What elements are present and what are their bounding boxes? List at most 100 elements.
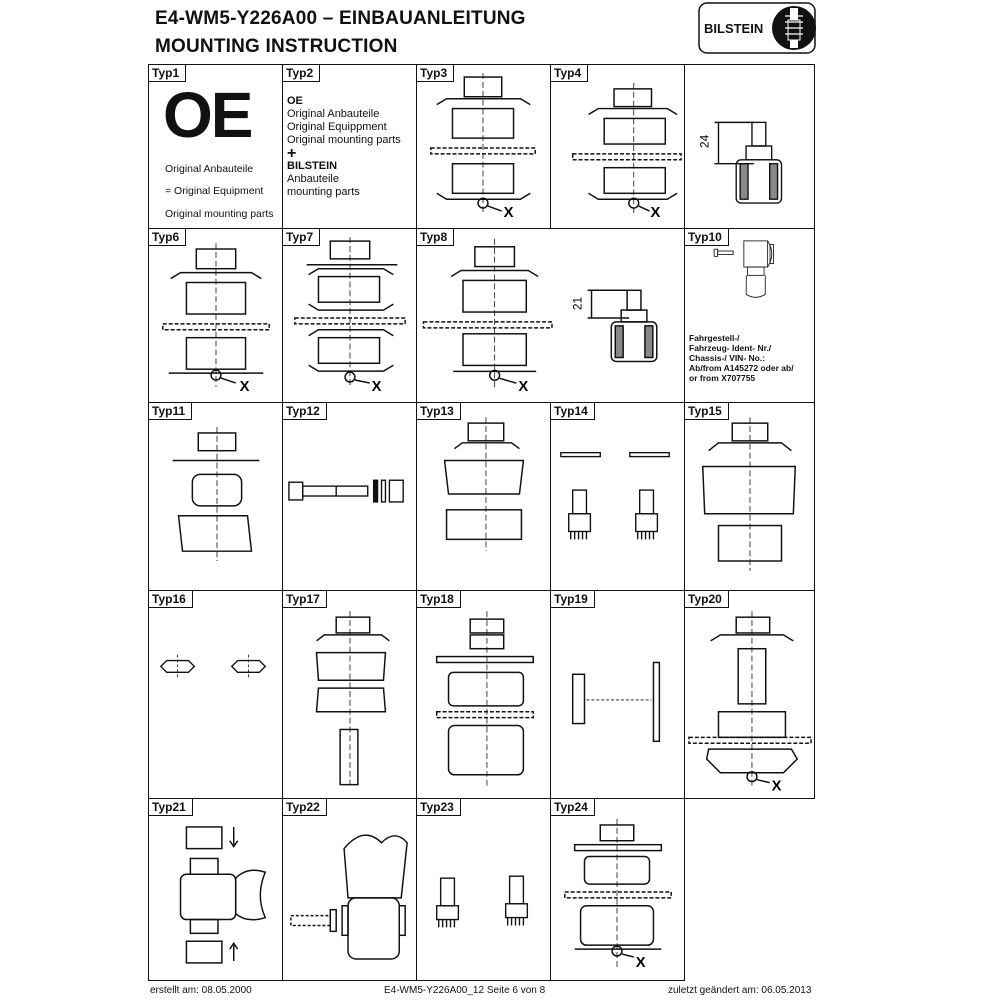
- typ14-cell: Typ14: [550, 402, 685, 591]
- typ17-drawing: [315, 611, 390, 789]
- typ2-line-4: Anbauteile: [287, 173, 339, 185]
- typ16-drawing: [159, 654, 267, 679]
- typ11-label: Typ11: [149, 403, 193, 420]
- typ2-bilstein: BILSTEIN: [287, 160, 338, 172]
- typ18-drawing: [435, 611, 534, 789]
- typ10-note-4: Ab/from A145272 oder ab/: [689, 363, 794, 373]
- typ21-cell: Typ21: [148, 798, 283, 981]
- typ13-drawing: [443, 417, 525, 552]
- dimension-24: 24: [698, 134, 712, 148]
- typ4-cell: Typ4 X: [550, 64, 685, 229]
- typ2-line-1: Original Anbauteile: [287, 108, 380, 120]
- svg-text:BILSTEIN: BILSTEIN: [704, 21, 763, 36]
- typ16-label: Typ16: [149, 591, 193, 608]
- typ15-drawing: [701, 417, 797, 571]
- typ4-label: Typ4: [551, 65, 589, 82]
- typ14-drawing: [560, 451, 670, 540]
- typ20-label: Typ20: [685, 591, 729, 608]
- typ2-plus: +: [287, 145, 297, 162]
- document-subtitle: MOUNTING INSTRUCTION: [155, 36, 398, 57]
- typ24-label: Typ24: [551, 799, 595, 816]
- typ22-label: Typ22: [283, 799, 327, 816]
- typ16-cell: Typ16: [148, 590, 283, 799]
- typ10-note-1: Fahrgestell-/: [689, 333, 740, 343]
- typ6-drawing: X: [162, 243, 270, 395]
- typ8-x-marker: X: [518, 379, 528, 395]
- typ2-line-3: Original mounting parts: [287, 134, 401, 146]
- typ21-label: Typ21: [149, 799, 193, 816]
- typ7-drawing: X: [294, 237, 406, 395]
- typ19-label: Typ19: [551, 591, 595, 608]
- oe-line-3: Original mounting parts: [165, 208, 274, 220]
- typ20-cell: Typ20 X: [684, 590, 815, 799]
- footer-created: erstellt am: 08.05.2000: [150, 985, 252, 996]
- typ2-label: Typ2: [283, 65, 321, 82]
- typ18-cell: Typ18: [416, 590, 551, 799]
- typ1-cell: Typ1 OE Original Anbauteile = Original E…: [148, 64, 283, 229]
- typ10-cell: Typ10 Fahrgestell-/ Fahrzeug- Ident- Nr.…: [684, 228, 815, 403]
- typ10-note-5: or from X707755: [689, 373, 756, 383]
- typ2-line-5: mounting parts: [287, 186, 360, 198]
- typ17-label: Typ17: [283, 591, 327, 608]
- typ15-cell: Typ15: [684, 402, 815, 591]
- typ21-drawing: [179, 826, 267, 964]
- typ20-x-marker: X: [772, 779, 782, 795]
- typ3-label: Typ3: [417, 65, 455, 82]
- bilstein-logo: BILSTEIN: [698, 2, 816, 54]
- typ3-drawing: X: [430, 73, 536, 221]
- typ2-cell: Typ2 OE Original Anbauteile Original Equ…: [282, 64, 417, 229]
- typ10-note: Fahrgestell-/ Fahrzeug- Ident- Nr./ Chas…: [689, 333, 794, 383]
- footer-page: E4-WM5-Y226A00_12 Seite 6 von 8: [384, 985, 546, 996]
- footer-changed: zuletzt geändert am: 06.05.2013: [668, 985, 812, 996]
- typ13-label: Typ13: [417, 403, 461, 420]
- typ8-cell: Typ8 X 21: [416, 228, 685, 403]
- bolt-24-drawing: 24: [698, 121, 783, 204]
- typ20-drawing: X: [688, 611, 812, 795]
- typ12-drawing: [288, 479, 404, 503]
- typ22-cell: Typ22: [282, 798, 417, 981]
- typ19-cell: Typ19: [550, 590, 685, 799]
- typ8-label: Typ8: [417, 229, 455, 246]
- typ23-cell: Typ23: [416, 798, 551, 981]
- document-title: E4-WM5-Y226A00 – EINBAUANLEITUNG: [155, 8, 526, 29]
- typ10-note-2: Fahrzeug- Ident- Nr./: [689, 343, 772, 353]
- typ22-drawing: [290, 834, 408, 960]
- typ14-label: Typ14: [551, 403, 595, 420]
- typ15-label: Typ15: [685, 403, 729, 420]
- typ3-x-marker: X: [504, 205, 514, 221]
- typ7-cell: Typ7 X: [282, 228, 417, 403]
- typ2-text: OE Original Anbauteile Original Equippme…: [287, 95, 401, 199]
- typ2-line-2: Original Equippment: [287, 121, 387, 133]
- typ11-cell: Typ11: [148, 402, 283, 591]
- typ5-cell: Typ4 24: [684, 64, 815, 229]
- typ8-drawing: X 21: [422, 238, 658, 395]
- typ13-cell: Typ13: [416, 402, 551, 591]
- typ11-drawing: [172, 427, 260, 562]
- typ6-label: Typ6: [149, 229, 187, 246]
- typ6-cell: Typ6 X: [148, 228, 283, 403]
- oe-logo-text: OE: [163, 79, 253, 151]
- typ4-x-marker: X: [651, 205, 661, 221]
- typ1-label: Typ1: [149, 65, 187, 82]
- typ10-drawing: [713, 240, 774, 298]
- oe-line-2: = Original Equipment: [165, 185, 264, 197]
- oe-line-1: Original Anbauteile: [165, 163, 254, 175]
- typ19-drawing: [571, 661, 661, 743]
- typ2-oe: OE: [287, 95, 303, 107]
- typ24-cell: Typ24 X: [550, 798, 685, 981]
- typ17-cell: Typ17: [282, 590, 417, 799]
- typ23-label: Typ23: [417, 799, 461, 816]
- typ24-drawing: X: [564, 819, 672, 971]
- typ4-drawing: X: [571, 82, 682, 221]
- typ12-label: Typ12: [283, 403, 327, 420]
- typ24-x-marker: X: [636, 955, 646, 971]
- typ12-cell: Typ12: [282, 402, 417, 591]
- typ18-label: Typ18: [417, 591, 461, 608]
- typ3-cell: Typ3 X: [416, 64, 551, 229]
- mounting-type-grid: Typ1 OE Original Anbauteile = Original E…: [148, 64, 815, 981]
- typ7-label: Typ7: [283, 229, 321, 246]
- typ6-x-marker: X: [240, 379, 250, 395]
- typ10-note-3: Chassis-/ VIN- No.:: [689, 353, 766, 363]
- typ7-x-marker: X: [372, 379, 382, 395]
- typ23-drawing: [436, 875, 529, 928]
